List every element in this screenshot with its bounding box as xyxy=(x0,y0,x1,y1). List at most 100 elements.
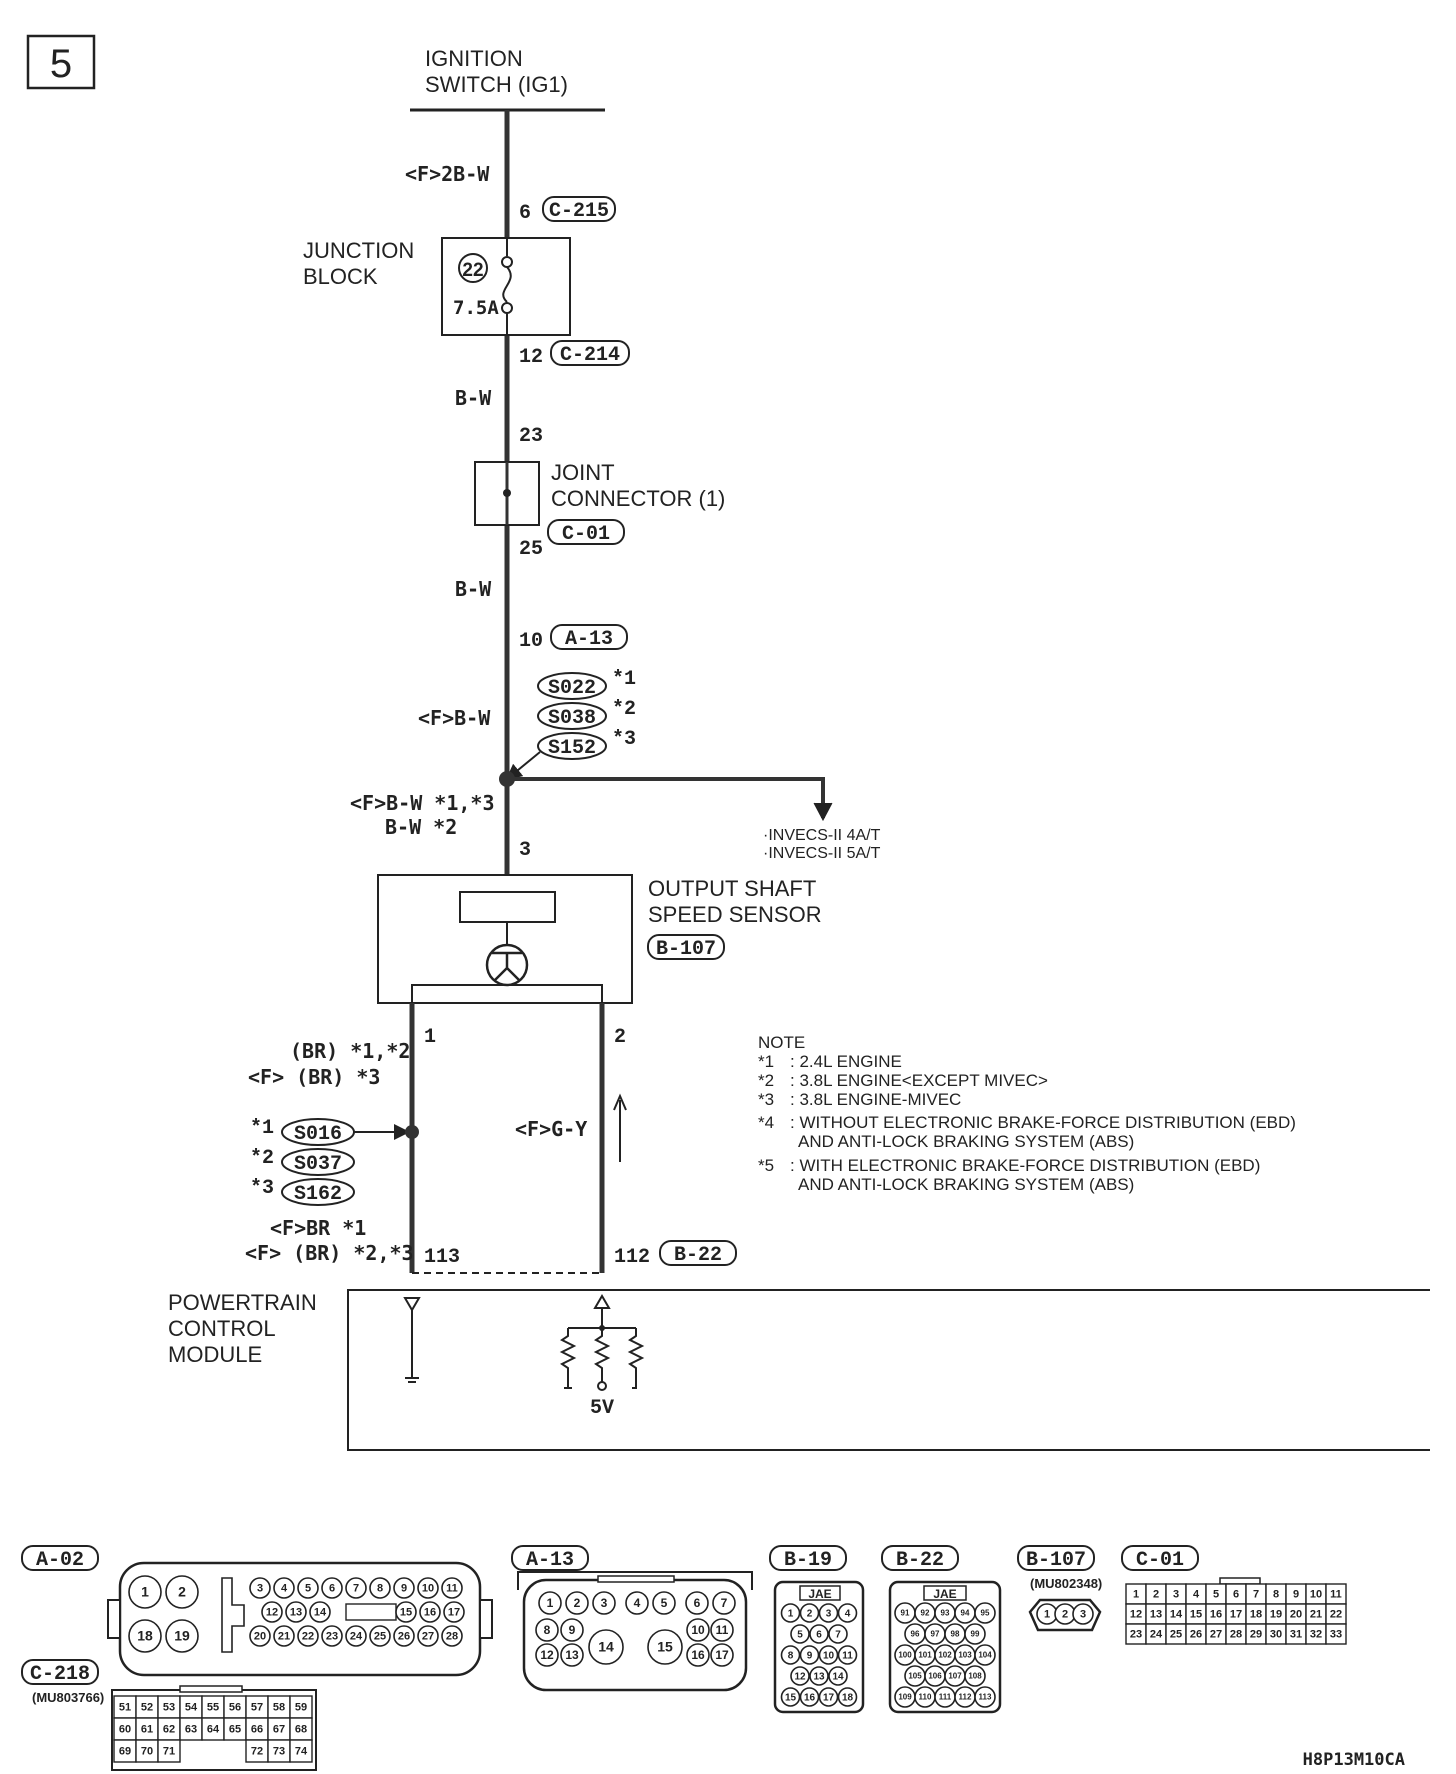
cavity-9: 9 xyxy=(393,1577,415,1599)
cavity-109: 109 xyxy=(894,1686,916,1708)
connector-tag-c214: C-214 xyxy=(550,340,630,367)
cavity-21: 21 xyxy=(1305,1603,1327,1625)
cavity-25: 25 xyxy=(1165,1623,1187,1645)
svg-text:8: 8 xyxy=(1273,1589,1279,1601)
cavity-11: 11 xyxy=(710,1618,734,1642)
svg-text:2: 2 xyxy=(1153,1589,1159,1601)
wire-label-2b-w: <F>2B-W xyxy=(405,162,490,186)
cavity-74: 74 xyxy=(289,1739,313,1763)
connector-view-a02-label: A-02 xyxy=(36,1549,84,1572)
svg-text:64: 64 xyxy=(207,1724,220,1736)
svg-text:108: 108 xyxy=(968,1672,982,1681)
output-shaft-speed-sensor: OUTPUT SHAFT SPEED SENSOR xyxy=(377,874,822,1004)
svg-text:30: 30 xyxy=(1270,1629,1282,1641)
svg-text:21: 21 xyxy=(1310,1609,1322,1621)
cavity-95: 95 xyxy=(974,1602,996,1624)
cavity-65: 65 xyxy=(223,1717,247,1741)
svg-text:9: 9 xyxy=(1293,1589,1299,1601)
splice-s152: S152 xyxy=(548,737,596,760)
cavity-28: 28 xyxy=(441,1625,463,1647)
splice-point-mid xyxy=(405,1125,419,1139)
svg-text:12: 12 xyxy=(794,1671,806,1682)
cavity-16: 16 xyxy=(799,1687,820,1707)
svg-text:3: 3 xyxy=(1080,1609,1086,1621)
note-text-3: : 3.8L ENGINE-MIVEC xyxy=(790,1090,961,1109)
note-key-4: *4 xyxy=(758,1113,774,1132)
svg-text:27: 27 xyxy=(1210,1629,1222,1641)
svg-text:15: 15 xyxy=(657,1639,673,1655)
svg-text:23: 23 xyxy=(326,1631,338,1643)
svg-text:4: 4 xyxy=(845,1608,851,1619)
cavity-3: 3 xyxy=(592,1591,616,1615)
svg-text:14: 14 xyxy=(598,1639,614,1655)
page-number: 5 xyxy=(50,42,72,86)
cavity-2: 2 xyxy=(165,1575,199,1609)
page-number-box: 5 xyxy=(26,34,96,90)
signal-direction-arrow xyxy=(613,1093,627,1162)
cavity-13: 13 xyxy=(809,1666,829,1686)
cavity-22: 22 xyxy=(297,1625,319,1647)
cavity-56: 56 xyxy=(223,1695,247,1719)
svg-text:17: 17 xyxy=(1230,1609,1242,1621)
svg-text:7: 7 xyxy=(835,1629,841,1640)
cavity-17: 17 xyxy=(443,1601,465,1623)
svg-text:5: 5 xyxy=(797,1629,803,1640)
cavity-28: 28 xyxy=(1225,1623,1247,1645)
svg-text:91: 91 xyxy=(901,1609,910,1618)
svg-text:24: 24 xyxy=(350,1631,363,1643)
svg-text:19: 19 xyxy=(1270,1609,1282,1621)
cavity-111: 111 xyxy=(934,1686,956,1708)
svg-text:17: 17 xyxy=(448,1607,460,1619)
pin-10: 10 xyxy=(519,630,543,653)
cavity-2: 2 xyxy=(1054,1603,1076,1625)
pin-23: 23 xyxy=(519,425,543,448)
pin-1: 1 xyxy=(424,1026,436,1049)
svg-text:B-22: B-22 xyxy=(674,1244,722,1267)
cavity-23: 23 xyxy=(1125,1623,1147,1645)
splice-s016: S016 xyxy=(294,1123,342,1146)
splice-s037-ref: *2 xyxy=(250,1147,274,1170)
svg-text:112: 112 xyxy=(959,1693,972,1702)
cavity-10: 10 xyxy=(417,1577,439,1599)
cavity-9: 9 xyxy=(560,1618,584,1642)
svg-text:13: 13 xyxy=(565,1648,579,1662)
svg-text:7: 7 xyxy=(353,1583,359,1595)
cavity-72: 72 xyxy=(245,1739,269,1763)
svg-text:62: 62 xyxy=(163,1724,175,1736)
connector-view-b107-label: B-107 xyxy=(1026,1549,1086,1572)
svg-text:22: 22 xyxy=(302,1631,314,1643)
splice-s038: S038 xyxy=(548,707,596,730)
splice-group-top: S022 *1 S038 *2 S152 *3 xyxy=(505,668,636,781)
cavity-1: 1 xyxy=(780,1603,801,1623)
svg-text:26: 26 xyxy=(398,1631,410,1643)
svg-text:14: 14 xyxy=(314,1607,327,1619)
svg-text:74: 74 xyxy=(295,1746,308,1758)
wire-label-f-b-w-ref: <F>B-W *1,*3 xyxy=(350,791,495,815)
pcm-voltage: 5V xyxy=(590,1397,614,1420)
fuse-icon xyxy=(501,238,513,335)
figure-code: H8P13M10CA xyxy=(1303,1750,1405,1770)
cavity-5: 5 xyxy=(1205,1583,1227,1605)
svg-text:18: 18 xyxy=(842,1692,854,1703)
cavity-73: 73 xyxy=(267,1739,291,1763)
svg-text:24: 24 xyxy=(1150,1629,1163,1641)
svg-text:A-13: A-13 xyxy=(565,628,613,651)
svg-text:16: 16 xyxy=(691,1648,705,1662)
cavity-16: 16 xyxy=(419,1601,441,1623)
wire-label-b-w-1: B-W xyxy=(455,386,492,410)
cavity-32: 32 xyxy=(1305,1623,1327,1645)
svg-text:92: 92 xyxy=(921,1609,930,1618)
cavity-12: 12 xyxy=(535,1643,559,1667)
cavity-14: 14 xyxy=(309,1601,331,1623)
cavity-20: 20 xyxy=(249,1625,271,1647)
cavity-13: 13 xyxy=(1145,1603,1167,1625)
cavity-92: 92 xyxy=(914,1602,936,1624)
svg-text:54: 54 xyxy=(185,1702,198,1714)
svg-text:71: 71 xyxy=(163,1746,175,1758)
svg-text:110: 110 xyxy=(919,1693,932,1702)
svg-text:11: 11 xyxy=(1330,1589,1342,1601)
pin-112: 112 xyxy=(614,1246,650,1269)
